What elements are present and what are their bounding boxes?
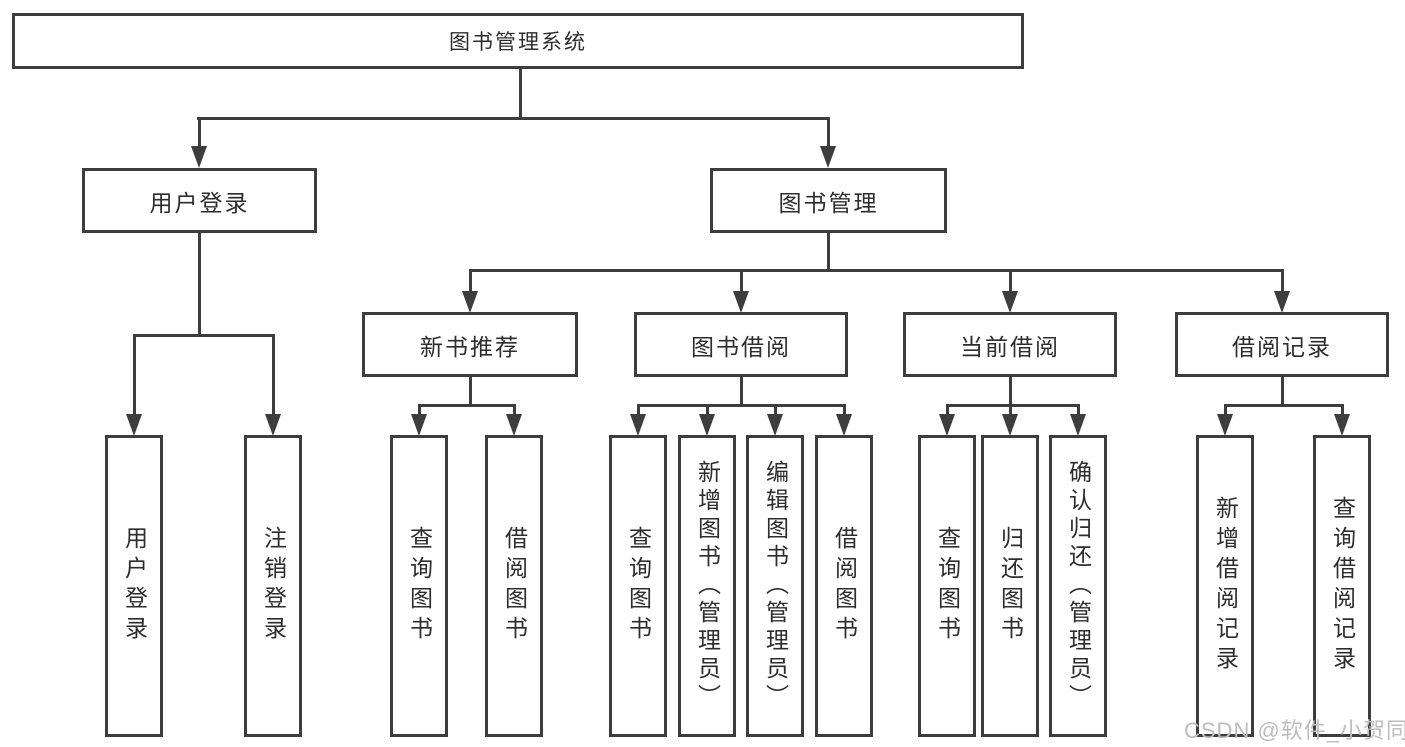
arrowhead xyxy=(1070,414,1086,436)
connector xyxy=(1281,377,1284,407)
leaf-edit-books-admin-label: 编辑图书（管理员） xyxy=(762,460,789,712)
connector xyxy=(469,269,472,293)
arrowhead xyxy=(1334,414,1350,436)
leaf-add-borrow-record-label: 新增借阅记录 xyxy=(1212,496,1239,676)
leaf-confirm-return-admin: 确认归还（管理员） xyxy=(1049,435,1107,737)
node-current-borrow: 当前借阅 xyxy=(903,312,1117,377)
node-user-login-label: 用户登录 xyxy=(149,189,250,216)
arrowhead xyxy=(699,414,715,436)
connector xyxy=(706,404,709,416)
node-new-book-recommend-label: 新书推荐 xyxy=(420,333,520,360)
leaf-query-books-borrow-label: 查询图书 xyxy=(625,526,652,646)
connector xyxy=(133,334,275,337)
leaf-borrow-books-borrow-label: 借阅图书 xyxy=(831,526,858,646)
watermark: CSDN @软件_小贺同学 xyxy=(1184,718,1405,743)
connector xyxy=(133,334,136,416)
connector xyxy=(1009,377,1012,407)
connector xyxy=(469,269,1283,272)
leaf-query-books-current: 查询图书 xyxy=(918,435,976,737)
node-user-login: 用户登录 xyxy=(82,168,317,233)
arrowhead xyxy=(191,146,207,168)
connector xyxy=(198,233,201,337)
node-book-management-label: 图书管理 xyxy=(778,189,879,216)
leaf-confirm-return-admin-label: 确认归还（管理员） xyxy=(1065,460,1092,712)
connector xyxy=(197,117,830,120)
connector xyxy=(1077,404,1080,416)
arrowhead xyxy=(820,146,836,168)
leaf-logout: 注销登录 xyxy=(244,435,302,737)
arrowhead xyxy=(265,414,281,436)
leaf-user-login-label: 用户登录 xyxy=(121,526,148,646)
connector xyxy=(637,404,640,416)
connector xyxy=(272,334,275,416)
connector xyxy=(469,377,472,407)
connector xyxy=(1281,269,1284,293)
node-book-borrow: 图书借阅 xyxy=(634,312,848,377)
leaf-user-login: 用户登录 xyxy=(105,435,163,737)
leaf-logout-label: 注销登录 xyxy=(260,526,287,646)
leaf-add-books-admin: 新增图书（管理员） xyxy=(678,435,736,737)
arrowhead xyxy=(1002,414,1018,436)
connector xyxy=(513,404,516,416)
node-borrow-records-label: 借阅记录 xyxy=(1232,333,1332,360)
connector xyxy=(198,117,201,149)
connector xyxy=(740,269,743,293)
arrowhead xyxy=(1002,291,1018,313)
arrowhead xyxy=(939,414,955,436)
connector xyxy=(519,69,522,119)
connector xyxy=(946,404,1080,407)
node-book-management: 图书管理 xyxy=(710,168,947,233)
leaf-query-books-current-label: 查询图书 xyxy=(934,526,961,646)
leaf-borrow-books-borrow: 借阅图书 xyxy=(815,435,873,737)
connector xyxy=(418,404,516,407)
connector xyxy=(946,404,949,416)
arrowhead xyxy=(767,414,783,436)
leaf-add-borrow-record: 新增借阅记录 xyxy=(1196,435,1254,737)
connector xyxy=(1009,404,1012,416)
arrowhead xyxy=(1274,291,1290,313)
arrowhead xyxy=(506,414,522,436)
connector xyxy=(637,404,846,407)
arrowhead xyxy=(836,414,852,436)
node-library-system-label: 图书管理系统 xyxy=(449,31,587,54)
node-book-borrow-label: 图书借阅 xyxy=(691,333,791,360)
arrowhead xyxy=(1217,414,1233,436)
connector xyxy=(1224,404,1344,407)
arrowhead xyxy=(630,414,646,436)
leaf-query-borrow-record: 查询借阅记录 xyxy=(1313,435,1371,737)
arrowhead xyxy=(733,291,749,313)
connector xyxy=(740,377,743,407)
node-library-system: 图书管理系统 xyxy=(12,13,1024,69)
leaf-query-books-recommend-label: 查询图书 xyxy=(406,526,433,646)
leaf-add-books-admin-label: 新增图书（管理员） xyxy=(694,460,721,712)
node-borrow-records: 借阅记录 xyxy=(1175,312,1389,377)
connector xyxy=(827,233,830,272)
node-current-borrow-label: 当前借阅 xyxy=(960,333,1060,360)
leaf-borrow-books-recommend: 借阅图书 xyxy=(485,435,543,737)
leaf-return-books: 归还图书 xyxy=(981,435,1039,737)
leaf-borrow-books-recommend-label: 借阅图书 xyxy=(501,526,528,646)
connector xyxy=(1224,404,1227,416)
leaf-query-books-recommend: 查询图书 xyxy=(390,435,448,737)
node-new-book-recommend: 新书推荐 xyxy=(362,312,578,377)
connector xyxy=(1009,269,1012,293)
leaf-edit-books-admin: 编辑图书（管理员） xyxy=(746,435,804,737)
leaf-query-borrow-record-label: 查询借阅记录 xyxy=(1329,496,1356,676)
leaf-query-books-borrow: 查询图书 xyxy=(609,435,667,737)
connector xyxy=(418,404,421,416)
arrowhead xyxy=(411,414,427,436)
arrowhead xyxy=(462,291,478,313)
leaf-return-books-label: 归还图书 xyxy=(997,526,1024,646)
connector xyxy=(843,404,846,416)
connector xyxy=(774,404,777,416)
connector xyxy=(1341,404,1344,416)
connector xyxy=(827,117,830,149)
arrowhead xyxy=(126,414,142,436)
